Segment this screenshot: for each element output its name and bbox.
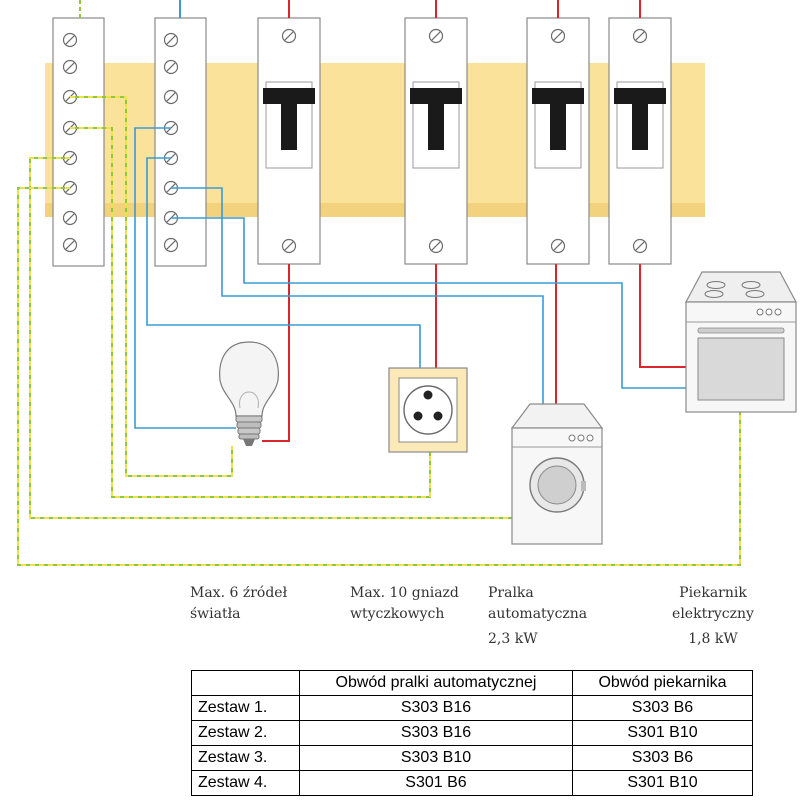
breaker-sets-table: Obwód pralki automatycznej Obwód piekarn… bbox=[191, 670, 753, 796]
circuit-breaker-1 bbox=[257, 17, 321, 265]
supply-wires bbox=[79, 0, 641, 18]
breaker-handle-icon bbox=[614, 88, 666, 150]
table-cell: S301 B6 bbox=[299, 770, 573, 796]
din-rail-shadow bbox=[45, 203, 705, 217]
label-line: elektryczny bbox=[672, 606, 754, 622]
phase-wires bbox=[262, 264, 686, 442]
table-row: Zestaw 1. S303 B16 S303 B6 bbox=[191, 695, 753, 721]
table-cell: Zestaw 4. bbox=[191, 770, 300, 796]
label-power: 1,8 kW bbox=[688, 631, 738, 647]
table-header-cell: Obwód pralki automatycznej bbox=[299, 670, 573, 696]
table-row: Zestaw 2. S303 B16 S301 B10 bbox=[191, 720, 753, 746]
label-line: Max. 6 źródeł bbox=[190, 585, 288, 601]
label-line: wtyczkowych bbox=[350, 606, 445, 622]
earth-wires bbox=[17, 96, 741, 566]
table-header-cell: Obwód piekarnika bbox=[572, 670, 753, 696]
power-socket-icon bbox=[388, 367, 468, 453]
label-line: Piekarnik bbox=[679, 585, 747, 601]
label-line: światła bbox=[190, 606, 241, 622]
oven-label: Piekarnik elektryczny 1,8 kW bbox=[663, 583, 763, 650]
electric-oven-icon bbox=[685, 271, 797, 413]
earth-terminal-block bbox=[52, 17, 105, 267]
socket-circuit-label: Max. 10 gniazd wtyczkowych bbox=[350, 583, 490, 625]
table-header-row: Obwód pralki automatycznej Obwód piekarn… bbox=[191, 670, 753, 696]
table-cell: Zestaw 2. bbox=[191, 720, 300, 746]
washing-machine-label: Pralka automatyczna 2,3 kW bbox=[488, 583, 608, 650]
table-cell: S303 B10 bbox=[299, 745, 573, 771]
label-line: automatyczna bbox=[488, 606, 588, 622]
lighting-circuit-label: Max. 6 źródeł światła bbox=[190, 583, 330, 625]
circuit-breaker-2 bbox=[404, 17, 468, 265]
washing-machine-icon bbox=[510, 403, 604, 545]
circuit-breaker-3 bbox=[526, 17, 590, 265]
label-line: Max. 10 gniazd bbox=[350, 585, 459, 601]
table-cell: Zestaw 3. bbox=[191, 745, 300, 771]
breaker-handle-icon bbox=[532, 88, 584, 150]
table-cell: S303 B6 bbox=[572, 745, 753, 771]
label-line: Pralka bbox=[488, 585, 534, 601]
table-cell: Zestaw 1. bbox=[191, 695, 300, 721]
din-rail bbox=[45, 63, 705, 217]
table-row: Zestaw 3. S303 B10 S303 B6 bbox=[191, 745, 753, 771]
light-bulb-icon bbox=[219, 341, 279, 446]
table-row: Zestaw 4. S301 B6 S301 B10 bbox=[191, 770, 753, 796]
table-cell: S301 B10 bbox=[572, 720, 753, 746]
neutral-wires bbox=[134, 127, 686, 429]
breaker-handle-icon bbox=[263, 88, 315, 150]
breaker-handle-icon bbox=[410, 88, 462, 150]
label-power: 2,3 kW bbox=[488, 631, 538, 647]
table-cell: S303 B6 bbox=[572, 695, 753, 721]
table-cell: S301 B10 bbox=[572, 770, 753, 796]
table-header-cell bbox=[191, 670, 300, 696]
circuit-breaker-4 bbox=[608, 17, 672, 265]
neutral-terminal-block bbox=[154, 17, 207, 267]
table-cell: S303 B16 bbox=[299, 720, 573, 746]
table-cell: S303 B16 bbox=[299, 695, 573, 721]
